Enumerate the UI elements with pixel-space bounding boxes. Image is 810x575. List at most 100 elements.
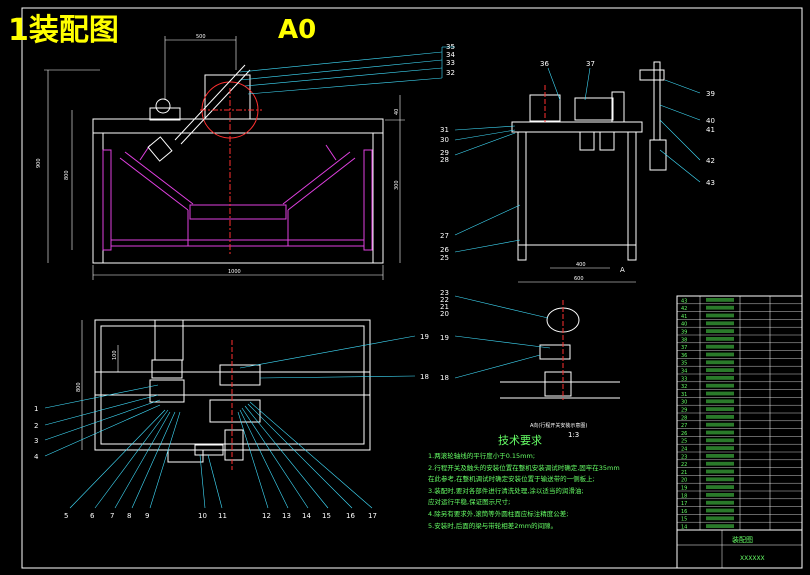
parts-row-name-cell [706,516,734,521]
detail-callout-22: 22 [440,296,449,304]
parts-row-number: 39 [681,330,687,336]
tech-req-item: 在此参考,在整机调试时确定安装位置于输送带的一侧板上; [428,474,595,483]
side-callout-31: 31 [440,126,449,134]
front-dim-right-height: 300 [394,180,400,190]
title-block-company: XXXXXX [740,555,765,562]
parts-row-name-cell [706,391,734,396]
parts-row-number: 38 [681,337,687,343]
side-dim-400: 400 [576,262,586,268]
plan-dimensions [81,320,119,450]
parts-row-number: 28 [681,415,687,421]
parts-row-name-cell [706,500,734,505]
side-mount-block [579,131,595,151]
parts-row-name-cell [706,313,734,318]
plan-dim-100: 100 [112,350,118,360]
side-callout-26: 26 [440,246,449,254]
parts-row-name-cell [706,461,734,466]
front-dim-top: 500 [196,34,206,40]
plan-callout-10: 10 [198,512,207,520]
front-dim-inner-height: 800 [64,170,70,180]
side-frame-right-leg [627,131,637,261]
parts-row-number: 35 [681,361,687,367]
front-callout-34: 34 [446,51,455,59]
parts-row-name-cell [706,321,734,326]
front-frame-top-beam [92,118,384,134]
drawing-title: 1装配图 [8,13,119,48]
parts-row-name-cell [706,360,734,365]
parts-row-name-cell [706,508,734,513]
plan-dim-800: 800 [76,382,82,392]
plan-callout-16: 16 [346,512,355,520]
tech-req-heading: 技术要求 [498,434,542,447]
parts-list-table: 4342414039383736353433323130292827262524… [676,295,803,569]
parts-row-name-cell [706,422,734,427]
side-callout-27: 27 [440,232,449,240]
plan-callout-4: 4 [34,453,39,461]
parts-row-name-cell [706,376,734,380]
parts-row-name-cell [706,305,734,310]
plan-frame-inner [100,325,365,445]
plan-callout-18: 18 [420,373,429,381]
sheet-border [21,7,803,569]
front-dimensions [44,36,405,280]
parts-row-name-cell [706,329,734,333]
tech-req-item: 4.除另有要求外,滚筒等外圆柱面应标注精度公差; [428,509,568,518]
plan-callout-13: 13 [282,512,291,520]
detail-leaders [454,295,551,379]
parts-row-name-cell [706,337,734,341]
parts-row-number: 18 [681,493,687,499]
plan-callout-3: 3 [34,437,38,445]
plan-callout-14: 14 [302,512,311,520]
tech-req-item: 1.两滚轮轴线的平行度小于0.15mm; [428,451,535,460]
plan-callout-7: 7 [110,512,114,520]
plan-leaders [44,335,416,509]
detail-callout-21: 21 [440,303,449,311]
front-dim-height: 900 [36,158,42,168]
plan-callout-17: 17 [368,512,377,520]
parts-row-number: 30 [681,400,687,406]
parts-row-number: 20 [681,478,687,484]
front-idler-set [102,144,373,251]
side-mount-block-2 [599,131,615,151]
parts-row-number: 27 [681,423,687,429]
parts-row-name-cell [706,485,734,489]
side-callout-28: 28 [440,156,449,164]
title-block [676,529,803,569]
parts-row-number: 15 [681,517,687,523]
parts-row-number: 25 [681,439,687,445]
side-dimensions [518,267,636,283]
parts-row-number: 41 [681,314,687,320]
parts-row-number: 40 [681,322,687,328]
technical-requirements: 技术要求 1.两滚轮轴线的平行度小于0.15mm; 2.行程开关及触头的安装位置… [428,434,620,530]
plan-callout-12: 12 [262,512,271,520]
detail-callout-23: 23 [440,289,449,297]
front-dim-right-small: 40 [394,109,400,115]
parts-row-number: 42 [681,306,687,312]
plan-callout-5: 5 [64,512,68,520]
side-ref-mark: A [620,266,625,274]
plan-callout-6: 6 [90,512,95,520]
detail-callout-20: 20 [440,310,449,318]
parts-row-number: 43 [681,298,687,304]
plan-view: 800 100 1 2 3 4 5 6 7 [34,319,429,520]
side-view: 400 600 A 36 37 39 40 41 42 43 31 30 29 … [440,60,715,283]
side-switch-arm [639,69,665,81]
parts-row-name-cell [706,407,734,411]
front-callout-35: 35 [446,43,455,51]
side-callout-40: 40 [706,117,715,125]
parts-row-number: 33 [681,376,687,382]
parts-row-name-cell [706,352,734,357]
front-drive-assembly [147,64,259,162]
front-callout-33: 33 [446,59,455,67]
parts-row-name-cell [706,477,734,482]
plan-callout-8: 8 [127,512,131,520]
side-callout-43: 43 [706,179,715,187]
parts-row-name-cell [706,454,734,458]
side-callout-42: 42 [706,157,715,165]
parts-row-name-cell [706,469,734,474]
plan-callout-9: 9 [145,512,149,520]
parts-row-name-cell [706,438,734,443]
plan-callout-1: 1 [34,405,38,413]
side-callout-41: 41 [706,126,715,134]
